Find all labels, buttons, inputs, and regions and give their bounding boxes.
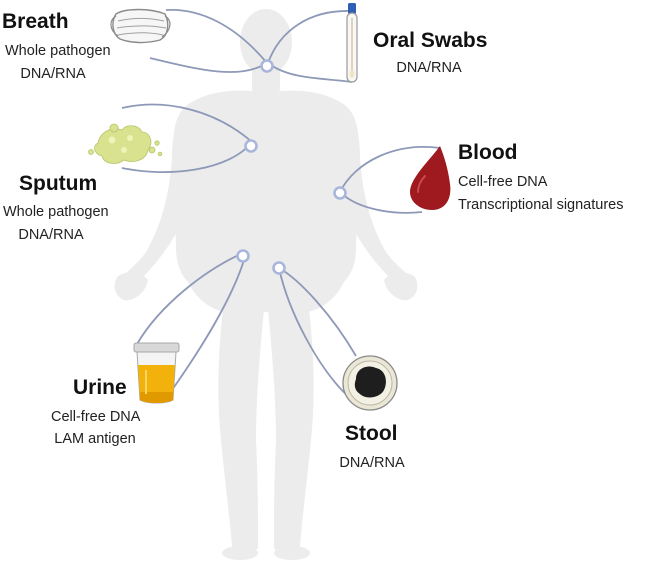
stool-line-1: DNA/RNA [339, 455, 405, 471]
urine-cup-icon [133, 342, 180, 404]
sputum-icon [88, 123, 163, 164]
urine-line-2: LAM antigen [54, 431, 136, 447]
mask-icon [110, 8, 171, 44]
blood-title: Blood [458, 141, 518, 164]
blood-line-2: Transcriptional signatures [458, 197, 624, 213]
sputum-line-1: Whole pathogen [3, 204, 109, 220]
connector-lines [121, 8, 441, 401]
urine-title: Urine [73, 376, 127, 399]
breath-title: Breath [2, 10, 69, 33]
blood-drop-icon [410, 146, 451, 210]
breath-line-2: DNA/RNA [20, 66, 86, 82]
oral-swabs-title: Oral Swabs [373, 29, 488, 52]
body-silhouette [114, 9, 418, 560]
urine-line-1: Cell-free DNA [51, 409, 141, 425]
node-circles [236, 59, 347, 275]
breath-line-1: Whole pathogen [5, 43, 111, 59]
stool-dish-icon [342, 355, 398, 411]
blood-line-1: Cell-free DNA [458, 174, 548, 190]
stool-title: Stool [345, 422, 398, 445]
swab-tube-icon [346, 3, 358, 83]
sputum-line-2: DNA/RNA [18, 227, 84, 243]
sputum-title: Sputum [19, 172, 98, 195]
oral-swabs-line-1: DNA/RNA [396, 60, 462, 76]
sputum-highlights [108, 135, 133, 153]
